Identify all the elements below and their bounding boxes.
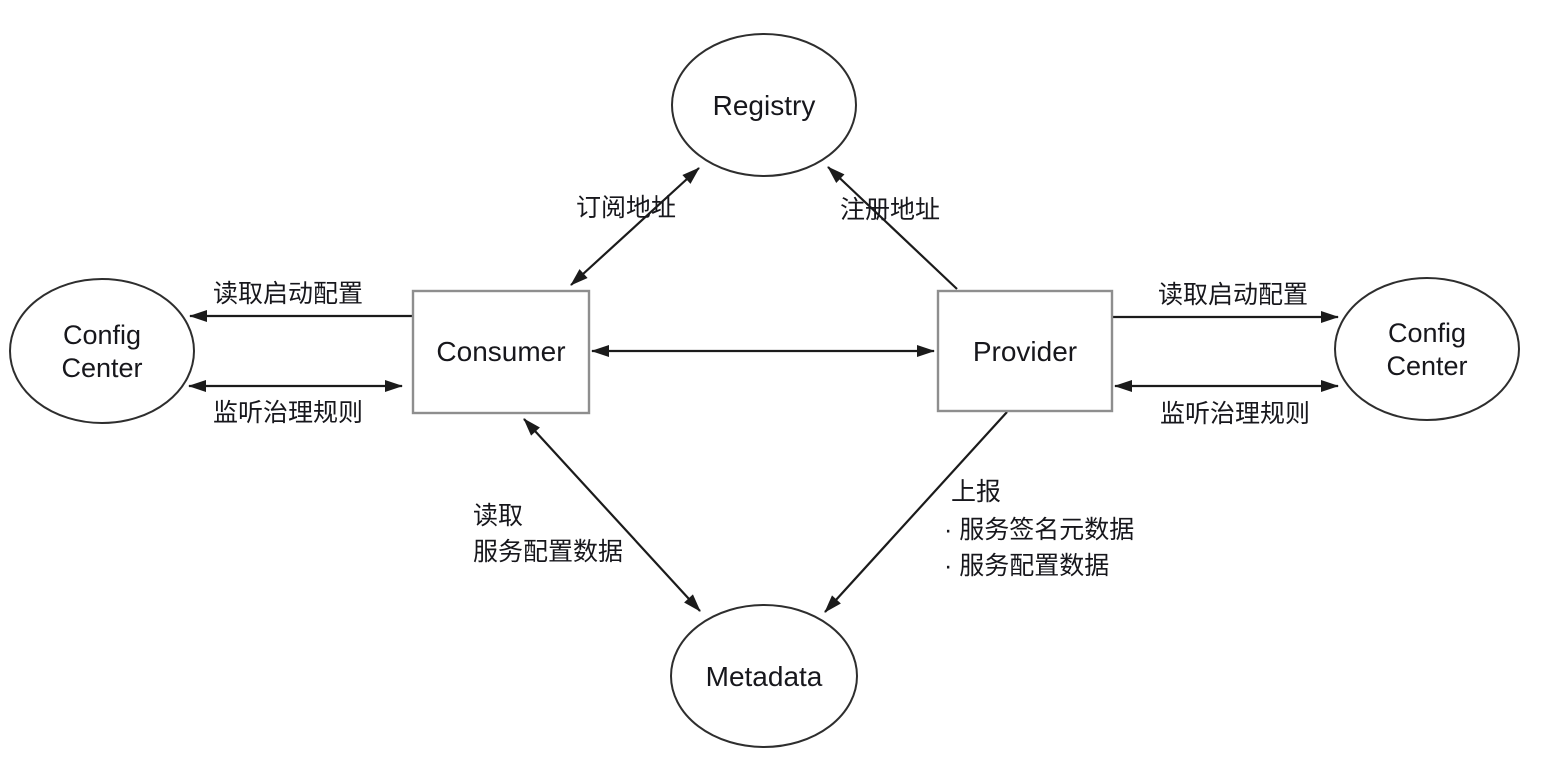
provider-label: Provider [973, 336, 1077, 367]
registry-label: Registry [713, 90, 816, 121]
config-center-right-label-line2: Center [1386, 351, 1467, 381]
label-report-line3: · 服务配置数据 [944, 552, 1109, 580]
label-consumer-read-service-config-data: 读取 服务配置数据 [473, 502, 623, 566]
config-center-right-ellipse [1334, 277, 1520, 421]
edge-provider-metadata [824, 411, 1008, 613]
metadata-label: Metadata [706, 661, 823, 692]
label-consumer-listen-governance-rules: 监听治理规则 [213, 399, 363, 427]
edges [188, 166, 1339, 613]
edge-provider-registry [827, 166, 958, 290]
label-report-line2: · 服务签名元数据 [944, 516, 1134, 544]
config-center-right-label-line1: Config [1388, 318, 1466, 348]
node-consumer: Consumer [411, 289, 591, 415]
label-register-address: 注册地址 [840, 196, 940, 224]
label-read-line1: 读取 [473, 502, 523, 530]
provider-box [936, 289, 1114, 413]
consumer-label: Consumer [436, 336, 565, 367]
node-config-center-right: Config Center [1334, 277, 1520, 421]
label-report-line1: 上报 [951, 478, 1001, 506]
metadata-ellipse [670, 604, 858, 748]
label-subscribe-address: 订阅地址 [576, 194, 676, 222]
label-provider-listen-governance-rules: 监听治理规则 [1160, 400, 1310, 428]
nodes: Registry Metadata Config Center Config C… [9, 33, 1520, 748]
consumer-box [411, 289, 591, 415]
config-center-left-ellipse [9, 278, 195, 424]
registry-ellipse [671, 33, 857, 177]
label-provider-read-startup-config: 读取启动配置 [1158, 281, 1308, 309]
config-center-left-label-line2: Center [61, 353, 142, 383]
edge-consumer-registry [570, 167, 700, 286]
edge-consumer-metadata [523, 418, 701, 612]
node-provider: Provider [936, 289, 1114, 413]
edge-labels: 订阅地址 注册地址 读取启动配置 监听治理规则 读取启动配置 监听治理规则 读取… [213, 194, 1310, 580]
label-consumer-read-startup-config: 读取启动配置 [213, 280, 363, 308]
node-metadata: Metadata [670, 604, 858, 748]
node-config-center-left: Config Center [9, 278, 195, 424]
config-center-left-label-line1: Config [63, 320, 141, 350]
label-read-line2: 服务配置数据 [473, 538, 623, 566]
node-registry: Registry [671, 33, 857, 177]
label-provider-report-metadata: 上报 · 服务签名元数据 · 服务配置数据 [944, 478, 1134, 580]
